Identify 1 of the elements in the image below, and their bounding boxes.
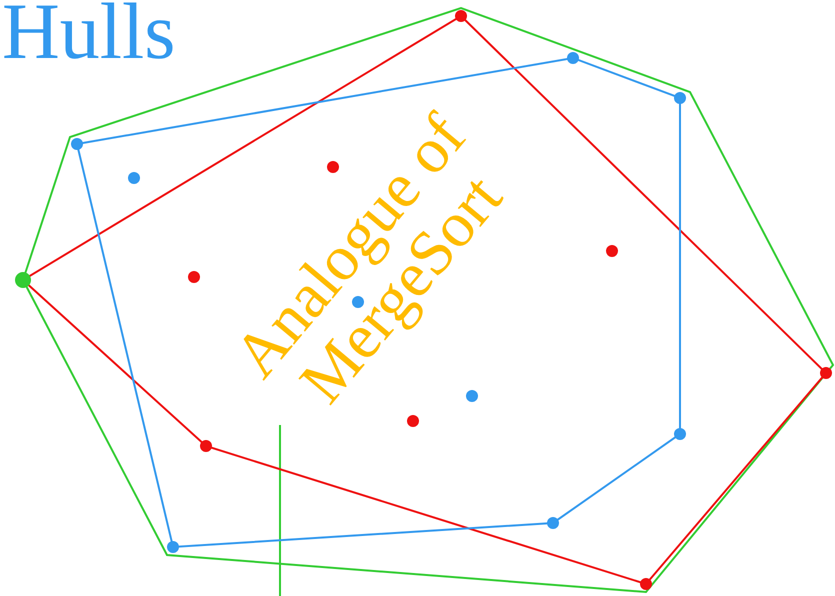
title: Hulls (2, 0, 176, 72)
